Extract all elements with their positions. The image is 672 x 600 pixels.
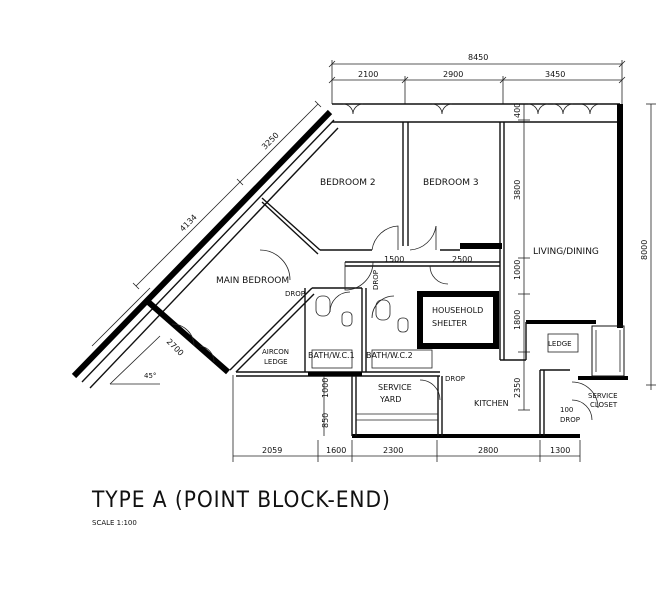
dim-yard-a: 1000 [321, 378, 330, 398]
bottom-dimension-lines [232, 375, 581, 462]
bathroom-fixtures [311, 295, 579, 369]
door-swings [171, 225, 599, 421]
room-service-closet-2: CLOSET [590, 401, 618, 409]
drop-note-100: 100 [560, 406, 573, 414]
drop-note-2: DROP [285, 290, 305, 298]
plan-title: TYPE A (POINT BLOCK-END) [92, 488, 391, 513]
ledge-label-right: LEDGE [548, 340, 572, 348]
dim-mid-b: 2500 [452, 255, 472, 264]
dim-right-2: 3800 [513, 180, 522, 200]
dim-right-total: 8000 [640, 240, 649, 260]
dim-bottom-1: 2059 [262, 446, 282, 455]
dim-mid-a: 1500 [384, 255, 404, 264]
room-household-shelter-1: HOUSEHOLD [432, 306, 483, 315]
planter-label-1: AIRCON [262, 348, 289, 356]
scale-label: SCALE 1:100 [92, 519, 137, 527]
room-living-dining: LIVING/DINING [533, 247, 599, 257]
room-main-bedroom: MAIN BEDROOM [216, 276, 289, 286]
room-service-yard-1: SERVICE [378, 383, 412, 392]
top-windows [342, 103, 601, 115]
room-household-shelter-2: SHELTER [432, 319, 467, 328]
dim-diag-inner: 4134 [178, 213, 199, 234]
dim-top-1: 2100 [358, 70, 378, 79]
drop-note-3: DROP [445, 375, 465, 383]
dim-bottom-5: 1300 [550, 446, 570, 455]
dim-top-total: 8450 [468, 53, 488, 62]
room-bath-2: BATH/W.C.2 [366, 351, 413, 360]
drop-note-1: DROP [372, 270, 380, 290]
right-dimension-lines [518, 103, 656, 411]
dim-right-1: 400 [513, 103, 522, 118]
planter-label-2: LEDGE [264, 358, 288, 366]
dim-bottom-3: 2300 [383, 446, 403, 455]
drop-note-4: DROP [560, 416, 580, 424]
room-bath-1: BATH/W.C.1 [308, 351, 355, 360]
dim-bottom-2: 1600 [326, 446, 346, 455]
top-dimension-lines [328, 60, 626, 104]
dim-right-4: 1800 [513, 310, 522, 330]
diagonal-dimension-lines [91, 100, 322, 347]
room-service-closet-1: SERVICE [588, 392, 618, 400]
dim-top-3: 3450 [545, 70, 565, 79]
dim-bottom-4: 2800 [478, 446, 498, 455]
angle-note: 45° [144, 372, 156, 380]
room-bedroom-2: BEDROOM 2 [320, 178, 376, 188]
room-bedroom-3: BEDROOM 3 [423, 178, 479, 188]
dim-yard-b: 850 [321, 413, 330, 428]
dim-diag-outer: 3250 [260, 131, 281, 152]
dim-left-small: 2700 [165, 337, 186, 358]
room-kitchen: KITCHEN [474, 399, 509, 408]
dim-right-5: 2350 [513, 378, 522, 398]
dim-top-2: 2900 [443, 70, 463, 79]
outer-walls [71, 103, 628, 438]
dim-right-3: 1000 [513, 260, 522, 280]
room-service-yard-2: YARD [379, 395, 401, 404]
interior-walls [109, 122, 625, 436]
